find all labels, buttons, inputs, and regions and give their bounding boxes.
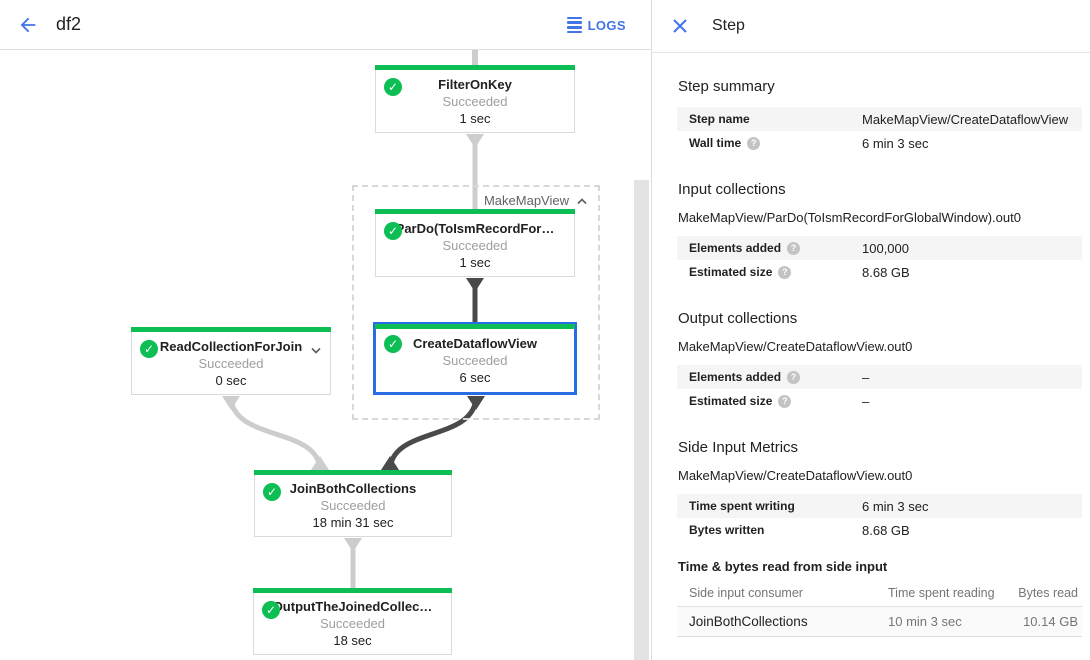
kv-row-elements-added: Elements added ? 100,000 [677, 236, 1082, 260]
success-check-icon: ✓ [384, 335, 402, 353]
kv-row-wall-time: Wall time ? 6 min 3 sec [689, 135, 929, 151]
composite-group-makemapview: MakeMapView [352, 185, 600, 420]
node-title: OutputTheJoinedCollec… [272, 599, 433, 614]
node-time: 1 sec [459, 110, 491, 126]
back-arrow-button[interactable] [8, 5, 48, 45]
kv-row-time-spent-writing: Time spent writing 6 min 3 sec [677, 494, 1082, 518]
node-createdataflowview[interactable]: ✓ CreateDataflowView Succeeded 6 sec [373, 322, 577, 395]
step-details-panel: Step Step summary Step name MakeMapView/… [652, 0, 1090, 660]
table-row: JoinBothCollections 10 min 3 sec 10.14 G… [677, 607, 1082, 637]
input-collections-rows: Elements added ? 100,000 Estimated size … [677, 236, 1082, 284]
node-status: Succeeded [442, 237, 508, 253]
node-title: ParDo(ToIsmRecordFor… [395, 220, 555, 236]
node-filteronkey[interactable]: ✓ FilterOnKey Succeeded 1 sec [375, 65, 575, 133]
side-input-collection-name: MakeMapView/CreateDataflowView.out0 [678, 468, 913, 483]
group-label: MakeMapView [483, 193, 569, 208]
step-summary-heading: Step summary [678, 78, 775, 95]
node-time: 1 sec [459, 254, 491, 270]
success-check-icon: ✓ [262, 601, 280, 619]
help-icon[interactable]: ? [778, 394, 792, 408]
side-input-table-caption: Time & bytes read from side input [678, 559, 888, 574]
group-collapse-toggle[interactable]: MakeMapView [484, 193, 588, 208]
panel-title: Step [712, 17, 745, 34]
node-status: Succeeded [198, 355, 264, 371]
node-status: Succeeded [320, 498, 386, 513]
kv-row-estimated-size: Estimated size ? 8.68 GB [689, 264, 910, 280]
node-outputthejoinedcollection[interactable]: ✓ OutputTheJoinedCollec… Succeeded 18 se… [253, 588, 452, 655]
side-input-metrics-rows: Time spent writing 6 min 3 sec Bytes wri… [677, 494, 1082, 542]
job-header: df2 LOGS [0, 0, 652, 50]
node-time: 6 sec [459, 370, 491, 385]
node-title: FilterOnKey [438, 76, 512, 92]
back-arrow-icon [20, 17, 36, 32]
success-check-icon: ✓ [384, 78, 402, 96]
node-time: 0 sec [215, 372, 247, 388]
kv-row-elements-added: Elements added ? – [677, 365, 1082, 389]
help-icon[interactable]: ? [787, 370, 801, 384]
node-time: 18 sec [333, 633, 372, 648]
node-joinbothcollections[interactable]: ✓ JoinBothCollections Succeeded 18 min 3… [254, 470, 452, 537]
pipeline-canvas[interactable]: MakeMapView ✓ FilterOnKey Succeeded 1 se… [0, 50, 652, 660]
node-title: JoinBothCollections [289, 481, 417, 496]
pipeline-edges [222, 50, 485, 589]
node-title: CreateDataflowView [412, 336, 538, 351]
side-input-table: Side input consumer Time spent reading B… [677, 580, 1082, 637]
kv-row-step-name: Step name MakeMapView/CreateDataflowView [677, 107, 1082, 131]
side-input-metrics-heading: Side Input Metrics [678, 439, 799, 456]
node-title: ReadCollectionForJoin [159, 338, 303, 354]
node-time: 18 min 31 sec [312, 515, 394, 530]
help-icon[interactable]: ? [747, 136, 761, 150]
output-collections-heading: Output collections [678, 310, 798, 327]
node-pardo-toismrecord[interactable]: ✓ ParDo(ToIsmRecordFor… Succeeded 1 sec [375, 209, 575, 277]
help-icon[interactable]: ? [787, 241, 801, 255]
logs-button[interactable]: LOGS [566, 0, 626, 50]
vertical-scrollbar-thumb[interactable] [634, 180, 649, 660]
close-panel-button[interactable] [660, 6, 700, 46]
kv-row-estimated-size: Estimated size ? – [689, 393, 870, 409]
side-input-table-header: Side input consumer Time spent reading B… [677, 580, 1082, 607]
input-collection-name: MakeMapView/ParDo(ToIsmRecordForGlobalWi… [678, 210, 1021, 225]
close-icon [673, 19, 687, 33]
success-check-icon: ✓ [140, 340, 158, 358]
logs-list-icon [566, 16, 582, 34]
chevron-down-icon[interactable] [310, 342, 322, 360]
step-summary-rows: Step name MakeMapView/CreateDataflowView… [677, 107, 1082, 155]
node-readcollectionforjoin[interactable]: ✓ ReadCollectionForJoin Succeeded 0 sec [131, 327, 331, 395]
output-collections-rows: Elements added ? – Estimated size ? – [677, 365, 1082, 413]
node-status: Succeeded [442, 353, 508, 368]
input-collections-heading: Input collections [678, 181, 786, 198]
success-check-icon: ✓ [263, 483, 281, 501]
kv-row-bytes-written: Bytes written 8.68 GB [689, 522, 910, 538]
node-status: Succeeded [442, 93, 508, 109]
help-icon[interactable]: ? [778, 265, 792, 279]
output-collection-name: MakeMapView/CreateDataflowView.out0 [678, 339, 913, 354]
panel-divider [651, 0, 652, 660]
logs-button-label: LOGS [587, 17, 626, 33]
chevron-up-icon [577, 197, 587, 204]
job-title: df2 [56, 14, 82, 34]
success-check-icon: ✓ [384, 222, 402, 240]
node-status: Succeeded [319, 616, 386, 631]
panel-header: Step [652, 0, 1090, 53]
